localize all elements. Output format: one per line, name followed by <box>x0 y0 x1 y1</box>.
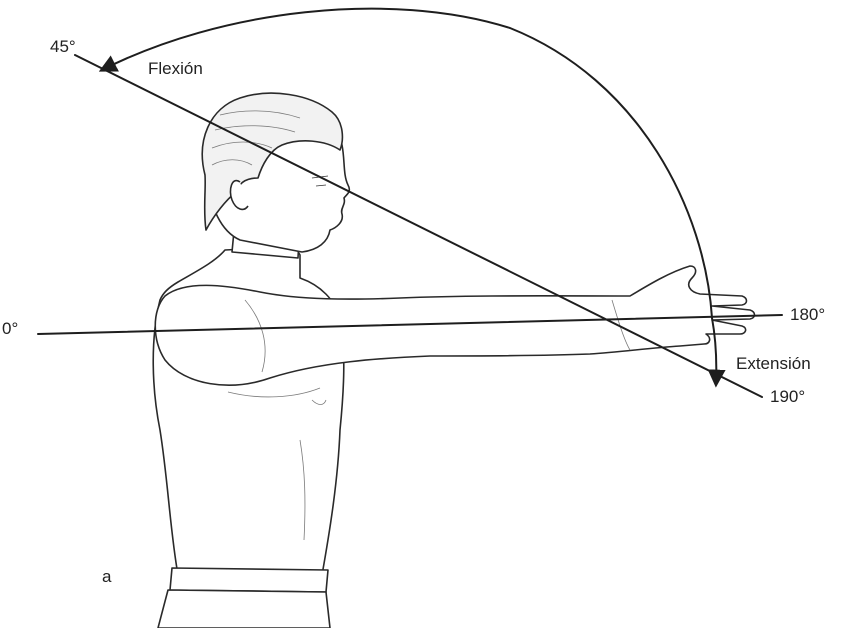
angle-label-190: 190° <box>770 387 805 406</box>
waistband <box>170 568 328 592</box>
angle-label-0: 0° <box>2 319 18 338</box>
human-figure-illustration <box>153 93 754 628</box>
flexion-arc-arrow <box>102 9 712 318</box>
legs <box>158 590 330 628</box>
angle-label-180: 180° <box>790 305 825 324</box>
extension-label: Extensión <box>736 354 811 373</box>
angle-label-45: 45° <box>50 37 76 56</box>
panel-label: a <box>102 567 112 586</box>
flexion-label: Flexión <box>148 59 203 78</box>
